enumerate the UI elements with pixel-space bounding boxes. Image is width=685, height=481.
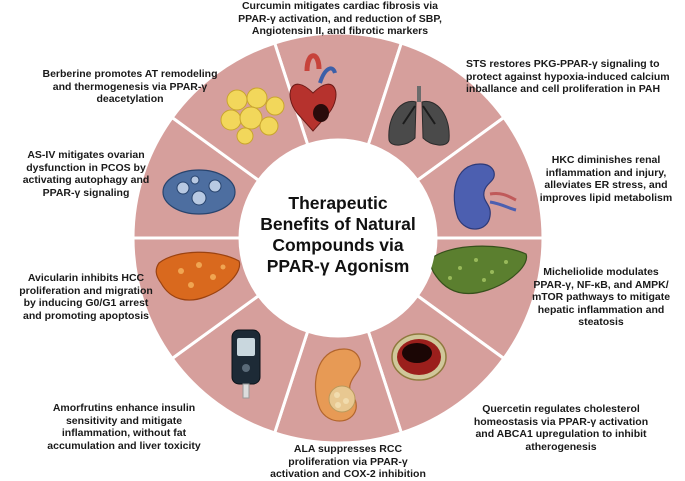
lungs-icon xyxy=(388,86,450,146)
liver-icon xyxy=(430,245,528,295)
center-circle xyxy=(240,140,436,336)
caption-as-iv: AS-IV mitigates ovarian dysfunction in P… xyxy=(22,149,150,199)
caption-ala: ALA suppresses RCC proliferation via PPA… xyxy=(270,443,426,480)
caption-curcumin: Curcumin mitigates cardiac fibrosis via … xyxy=(238,0,442,37)
caption-sts: STS restores PKG-PPAR-γ signaling to pro… xyxy=(466,58,670,95)
glucometer-icon xyxy=(231,329,261,399)
fat-cells-icon xyxy=(220,87,285,145)
caption-avicularin: Avicularin inhibits HCC proliferation an… xyxy=(19,272,153,322)
center-title: Therapeutic Benefits of Natural Compound… xyxy=(260,193,416,276)
heart-icon xyxy=(289,53,337,132)
kidney-tumor-icon xyxy=(314,348,361,422)
tumor-liver-icon xyxy=(155,251,241,301)
caption-berberine: Berberine promotes AT remodeling and the… xyxy=(42,68,218,105)
artery-plaque-icon xyxy=(391,333,447,381)
caption-micheliolide: Micheliolide modulates PPAR-γ, NF-κB, an… xyxy=(531,266,671,328)
caption-quercetin: Quercetin regulates cholesterol homeosta… xyxy=(473,403,649,453)
caption-hkc: HKC diminishes renal inflammation and in… xyxy=(539,154,673,204)
kidney-icon xyxy=(453,163,517,230)
ovary-icon xyxy=(162,169,236,215)
caption-amorfrutins: Amorfrutins enhance insulin sensitivity … xyxy=(47,402,201,452)
